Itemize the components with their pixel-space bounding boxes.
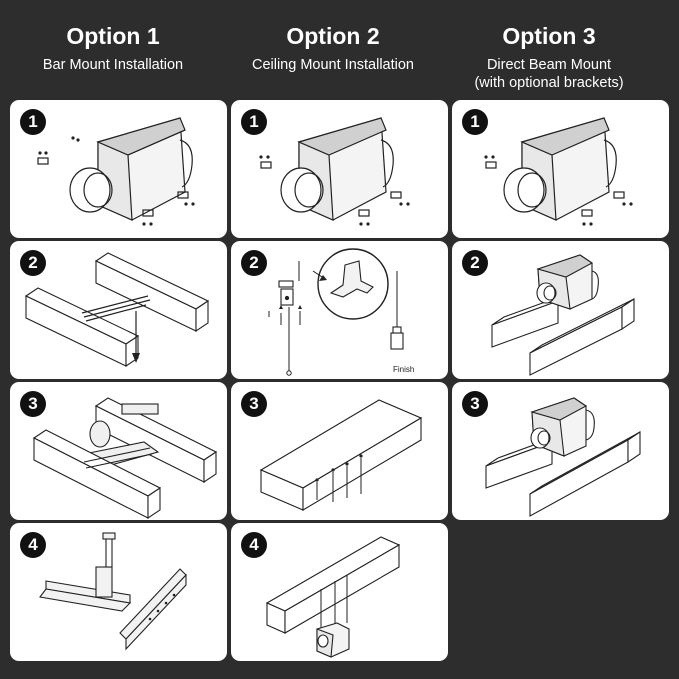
step-badge: 3 (20, 391, 46, 417)
step-badge: 2 (241, 250, 267, 276)
option-2-title: Option 2 (286, 23, 380, 49)
panel-option-2-step-2: 2 Finish (231, 241, 448, 379)
step-badge: 1 (241, 109, 267, 135)
ceiling-hung-fan-illustration (265, 536, 401, 658)
step-badge: 2 (20, 250, 46, 276)
bar-bracket-screw-illustration (39, 532, 187, 651)
direct-beam-mounted-illustration (485, 397, 641, 517)
ceiling-bracket-illustration (268, 248, 404, 376)
fan-box-illustration (37, 117, 195, 226)
option-3-title: Option 3 (502, 23, 596, 49)
step-badge: 4 (241, 532, 267, 558)
panel-option-1-step-2: 2 (10, 241, 227, 379)
step-badge: 4 (20, 532, 46, 558)
finish-label: Finish (393, 365, 415, 374)
panel-option-1-step-3: 3 (10, 382, 227, 520)
fan-box-illustration (484, 117, 633, 226)
panel-option-3-step-1: 1 (452, 100, 669, 238)
bar-mounted-fan-illustration (32, 397, 218, 520)
option-2-subtitle: Ceiling Mount Installation (251, 57, 414, 73)
step-badge: 3 (241, 391, 267, 417)
step-badge: 1 (20, 109, 46, 135)
panel-option-2-step-4: 4 (231, 523, 448, 661)
option-1-title: Option 1 (66, 23, 160, 49)
step-badge: 1 (462, 109, 488, 135)
panel-option-1-step-4: 4 (10, 523, 227, 661)
panel-option-3-step-2: 2 (452, 241, 669, 379)
column-header-option-2: Option 2 Ceiling Mount Installation (220, 22, 446, 74)
panel-option-3-step-3: 3 (452, 382, 669, 520)
option-1-subtitle: Bar Mount Installation (42, 57, 184, 73)
fan-box-illustration (259, 117, 410, 226)
column-header-option-3: Option 3 Direct Beam Mount (with optiona… (436, 22, 662, 92)
option-3-subtitle: Direct Beam Mount (with optional bracket… (474, 57, 624, 91)
step-badge: 2 (462, 250, 488, 276)
ceiling-rods-illustration (259, 399, 423, 511)
panel-option-2-step-1: 1 (231, 100, 448, 238)
panel-option-1-step-1: 1 (10, 100, 227, 238)
column-header-option-1: Option 1 Bar Mount Installation (0, 22, 226, 74)
joists-and-bar-illustration (24, 252, 210, 368)
direct-beam-illustration (491, 254, 635, 376)
panel-option-2-step-3: 3 (231, 382, 448, 520)
step-badge: 3 (462, 391, 488, 417)
